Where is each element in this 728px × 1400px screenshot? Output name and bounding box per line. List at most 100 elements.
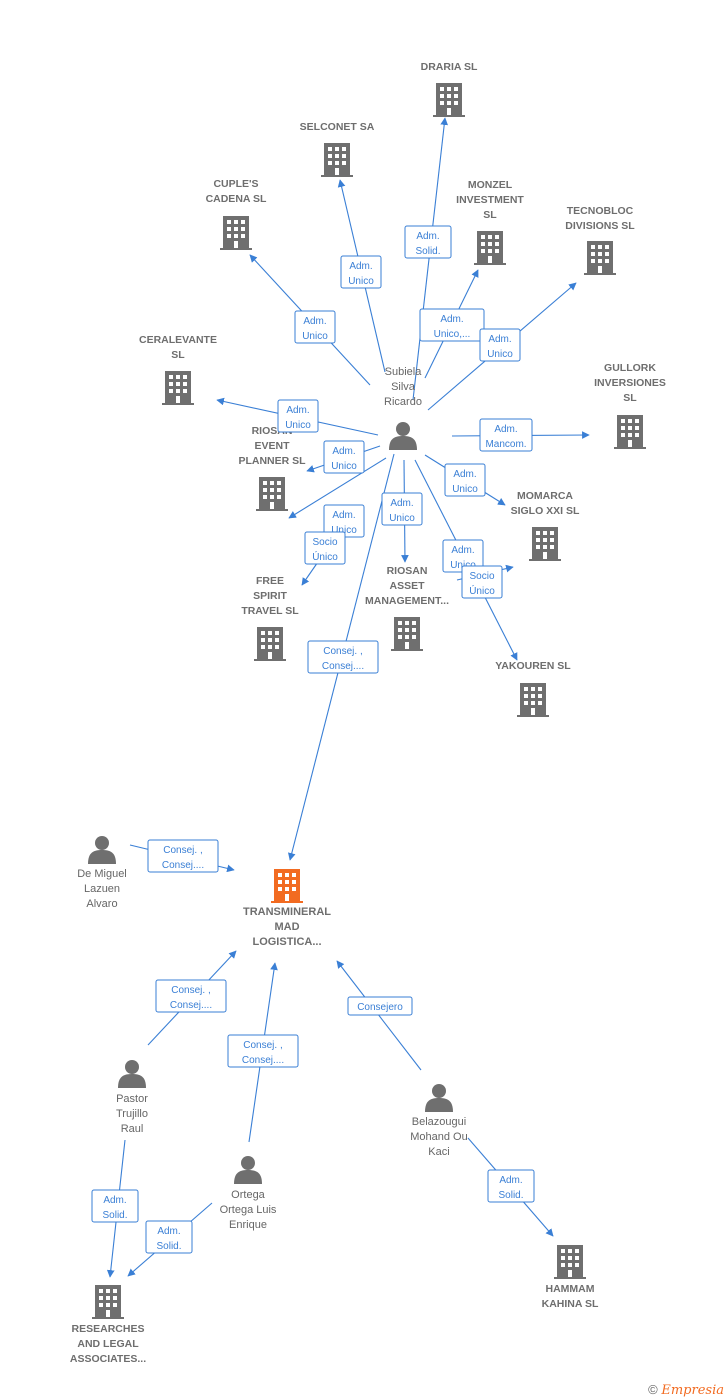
edge-label-subiela-to-tecnobloc[interactable]: Adm.Unico [479,328,521,362]
node-label[interactable]: RESEARCHES [72,1323,145,1335]
person-icon[interactable] [88,836,116,864]
building-icon[interactable] [391,617,423,651]
building-icon[interactable] [256,477,288,511]
node-label[interactable]: INVESTMENT [456,194,524,206]
building-icon[interactable] [529,527,561,561]
edge-label-pastor-to-transmineral[interactable]: Consej. ,Consej.... [155,979,227,1013]
person-icon[interactable] [425,1084,453,1112]
edge-label-ortega-to-transmineral[interactable]: Consej. ,Consej.... [227,1034,299,1068]
node-label[interactable]: CERALEVANTE [139,334,217,346]
node-free_spirit[interactable]: FREE SPIRIT TRAVEL SL [241,575,299,661]
building-icon[interactable] [92,1285,124,1319]
node-label[interactable]: Mohand Ou [410,1131,467,1143]
node-label[interactable]: Silva [391,381,416,393]
node-label[interactable]: Subiela [385,366,423,378]
building-icon[interactable] [614,415,646,449]
node-label[interactable]: CUPLE'S [213,178,258,190]
node-hammam[interactable]: HAMMAM KAHINA SL [542,1245,599,1310]
building-icon[interactable] [220,216,252,250]
node-cuples[interactable]: CUPLE'S CADENA SL [206,178,267,250]
node-label[interactable]: De Miguel [77,868,127,880]
node-label[interactable]: YAKOUREN SL [495,660,571,672]
node-label[interactable]: Enrique [229,1219,267,1231]
building-icon[interactable] [271,869,303,903]
node-riosan_asset[interactable]: RIOSAN ASSET MANAGEMENT... [365,565,449,651]
node-label[interactable]: TRANSMINERAL [243,906,331,918]
node-draria[interactable]: DRARIA SL [421,61,478,117]
edge-label-subiela-to-monzel[interactable]: Adm.Unico,... [419,308,485,342]
node-label[interactable]: SIGLO XXI SL [511,505,580,517]
building-icon[interactable] [474,231,506,265]
node-label[interactable]: TECNOBLOC [567,205,634,217]
edge-label-subiela-to-selconet[interactable]: Adm.Unico [340,255,382,289]
building-icon[interactable] [517,683,549,717]
node-label[interactable]: KAHINA SL [542,1298,599,1310]
edge-label-subiela-to-momarca[interactable]: Adm.Unico [444,463,486,497]
node-label[interactable]: SELCONET SA [300,121,375,133]
edge-label-ortega-to-researches[interactable]: Adm.Solid. [145,1220,193,1254]
node-label[interactable]: SL [483,209,497,221]
node-researches[interactable]: RESEARCHES AND LEGAL ASSOCIATES... [70,1285,146,1365]
edge-label-belazougui-to-transmineral[interactable]: Consejero [347,996,413,1016]
node-selconet[interactable]: SELCONET SA [300,121,375,177]
node-gullork[interactable]: GULLORK INVERSIONES SL [594,362,666,449]
building-icon[interactable] [254,627,286,661]
node-label[interactable]: MANAGEMENT... [365,595,449,607]
node-label[interactable]: DIVISIONS SL [565,220,635,232]
node-label[interactable]: INVERSIONES [594,377,666,389]
node-label[interactable]: FREE [256,575,284,587]
node-label[interactable]: HAMMAM [546,1283,595,1295]
node-label[interactable]: Ortega Luis [220,1204,277,1216]
node-label[interactable]: MAD [274,921,299,933]
node-label[interactable]: GULLORK [604,362,656,374]
building-icon[interactable] [162,371,194,405]
building-icon[interactable] [321,143,353,177]
node-label[interactable]: RIOSAN [387,565,428,577]
person-icon[interactable] [389,422,417,450]
brand-logo[interactable]: Empresia [661,1383,724,1398]
node-tecnobloc[interactable]: TECNOBLOC DIVISIONS SL [565,205,635,275]
edge-label-subiela-to-cuples[interactable]: Adm.Unico [294,310,336,344]
node-label[interactable]: Belazougui [412,1116,466,1128]
edge-label-demiguel-to-transmineral[interactable]: Consej. ,Consej.... [147,839,219,873]
node-label[interactable]: ASSET [389,580,425,592]
person-icon[interactable] [234,1156,262,1184]
edge-label-subiela-to-ceralevante[interactable]: Adm.Unico [277,399,319,433]
edge-label-subiela-to-riosan_event[interactable]: Adm.Unico [323,440,365,474]
edge-label-subiela-to-transmineral[interactable]: Consej. ,Consej.... [307,640,379,674]
edge-label-subiela-to-riosan_asset[interactable]: Adm.Unico [381,492,423,526]
node-label[interactable]: DRARIA SL [421,61,478,73]
node-label[interactable]: CADENA SL [206,193,267,205]
edge-label-subiela-to-draria[interactable]: Adm.Solid. [404,225,452,259]
node-label[interactable]: ASSOCIATES... [70,1353,146,1365]
node-label[interactable]: Trujillo [116,1108,148,1120]
person-icon[interactable] [118,1060,146,1088]
node-label[interactable]: TRAVEL SL [241,605,299,617]
node-label[interactable]: MONZEL [468,179,513,191]
node-label[interactable]: Ortega [231,1189,266,1201]
node-label[interactable]: LOGISTICA... [252,936,321,948]
node-label[interactable]: Kaci [428,1146,449,1158]
node-monzel[interactable]: MONZEL INVESTMENT SL [456,179,524,265]
building-icon[interactable] [433,83,465,117]
node-label[interactable]: Raul [121,1123,144,1135]
node-label[interactable]: AND LEGAL [77,1338,139,1350]
building-icon[interactable] [554,1245,586,1279]
node-label[interactable]: Lazuen [84,883,120,895]
node-label[interactable]: SL [623,392,637,404]
node-label[interactable]: Ricardo [384,396,422,408]
edge-label-pastor-to-researches[interactable]: Adm.Solid. [91,1189,139,1223]
node-label[interactable]: EVENT [254,440,290,452]
node-label[interactable]: SPIRIT [253,590,287,602]
node-label[interactable]: Pastor [116,1093,148,1105]
node-yakouren[interactable]: YAKOUREN SL [495,660,571,717]
